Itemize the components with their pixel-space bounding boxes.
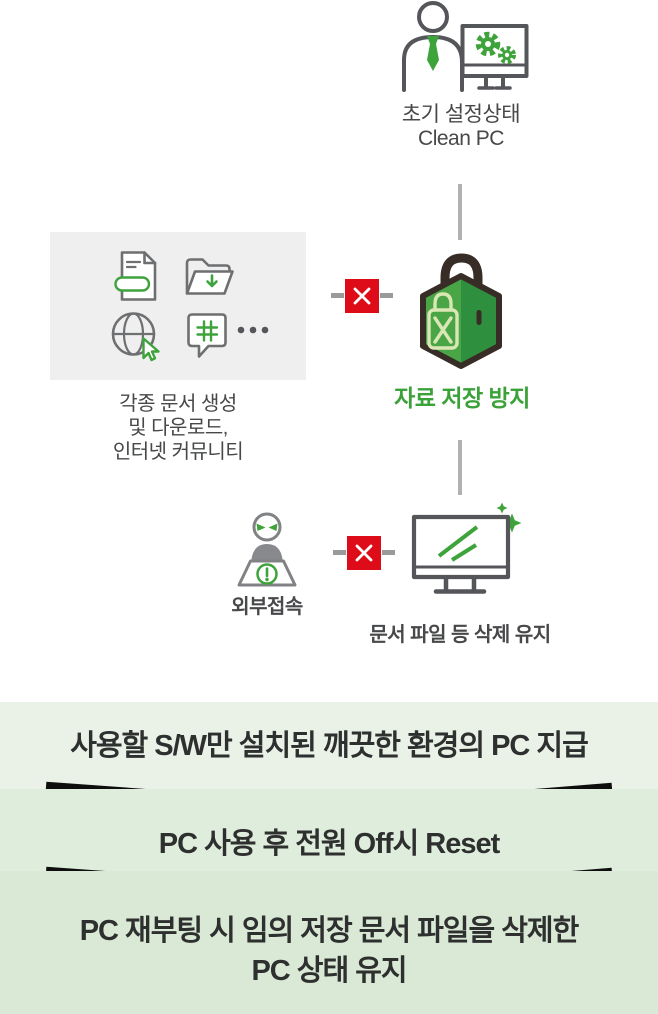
band-reset-on-off: PC 사용 후 전원 Off시 Reset [0,789,658,871]
blocked-connector-top [331,279,393,313]
dash-right [380,293,393,298]
shine-lines [437,525,479,562]
connector-line-top [458,184,462,240]
connector-line-middle [458,440,462,495]
user-with-pc-gears-icon [402,1,529,92]
hacker-laptop-icon [237,512,297,587]
sparkle-big-icon [502,513,522,533]
ellipsis-icon [237,326,269,334]
red-x-badge [345,279,379,313]
folder-download-icon [185,258,234,295]
sources-label-line1: 각종 문서 생성 [119,393,237,415]
pill-shape [114,276,151,292]
storage-block-label: 자료 저장 방지 [394,385,530,411]
document-icon [114,251,157,301]
dash-right [382,550,395,555]
clean-pc-label-line2: Clean PC [418,127,504,150]
band-1-text: 사용할 S/W만 설치된 깨끗한 환경의 PC 지급 [70,729,589,762]
keyhole-slot [476,310,482,325]
clean-monitor-icon [411,502,522,594]
cursor-icon [142,337,160,362]
band-3-text-line1: PC 재부팅 시 임의 저장 문서 파일을 삭제한 [79,915,580,947]
monitor-frame [460,24,529,78]
blocked-connector-bottom [333,536,395,570]
x-icon [353,287,371,305]
gear-icon [475,31,501,57]
tie-icon [427,36,439,71]
dash-left [333,550,346,555]
band-3-text-line2: PC 상태 유지 [251,955,407,987]
globe-cursor-icon [111,312,160,362]
band-clean-provision: 사용할 S/W만 설치된 깨끗한 환경의 PC 지급 [0,702,658,789]
angry-eye-right [268,523,278,531]
hexagon-padlock-icon [420,253,502,369]
red-x-badge [347,536,381,570]
external-access-label: 외부접속 [231,596,303,618]
clean-state-label: 문서 파일 등 삭제 유지 [369,624,551,646]
sources-label: 각종 문서 생성 및 다운로드, 인터넷 커뮤니티 [58,392,298,464]
hashtag-icon [196,320,219,342]
document-sources-box [50,232,306,380]
band-delete-on-reboot: PC 재부팅 시 임의 저장 문서 파일을 삭제한 PC 상태 유지 [0,871,658,1014]
clean-pc-label: 초기 설정상태 Clean PC [331,103,591,151]
sources-label-line2: 및 다운로드, [128,417,228,439]
dash-left [331,293,344,298]
x-icon [355,544,373,562]
gear-small-icon [497,45,517,65]
sources-label-line3: 인터넷 커뮤니티 [112,441,244,463]
hashtag-bubble-icon [187,313,227,358]
sparkle-small-icon [496,502,508,514]
padlock-x-icon [427,292,459,350]
band-2-text: PC 사용 후 전원 Off시 Reset [158,828,501,860]
warning-circle-icon [256,563,278,585]
angry-eye-left [256,523,266,531]
clean-pc-label-line1: 초기 설정상태 [401,103,521,126]
